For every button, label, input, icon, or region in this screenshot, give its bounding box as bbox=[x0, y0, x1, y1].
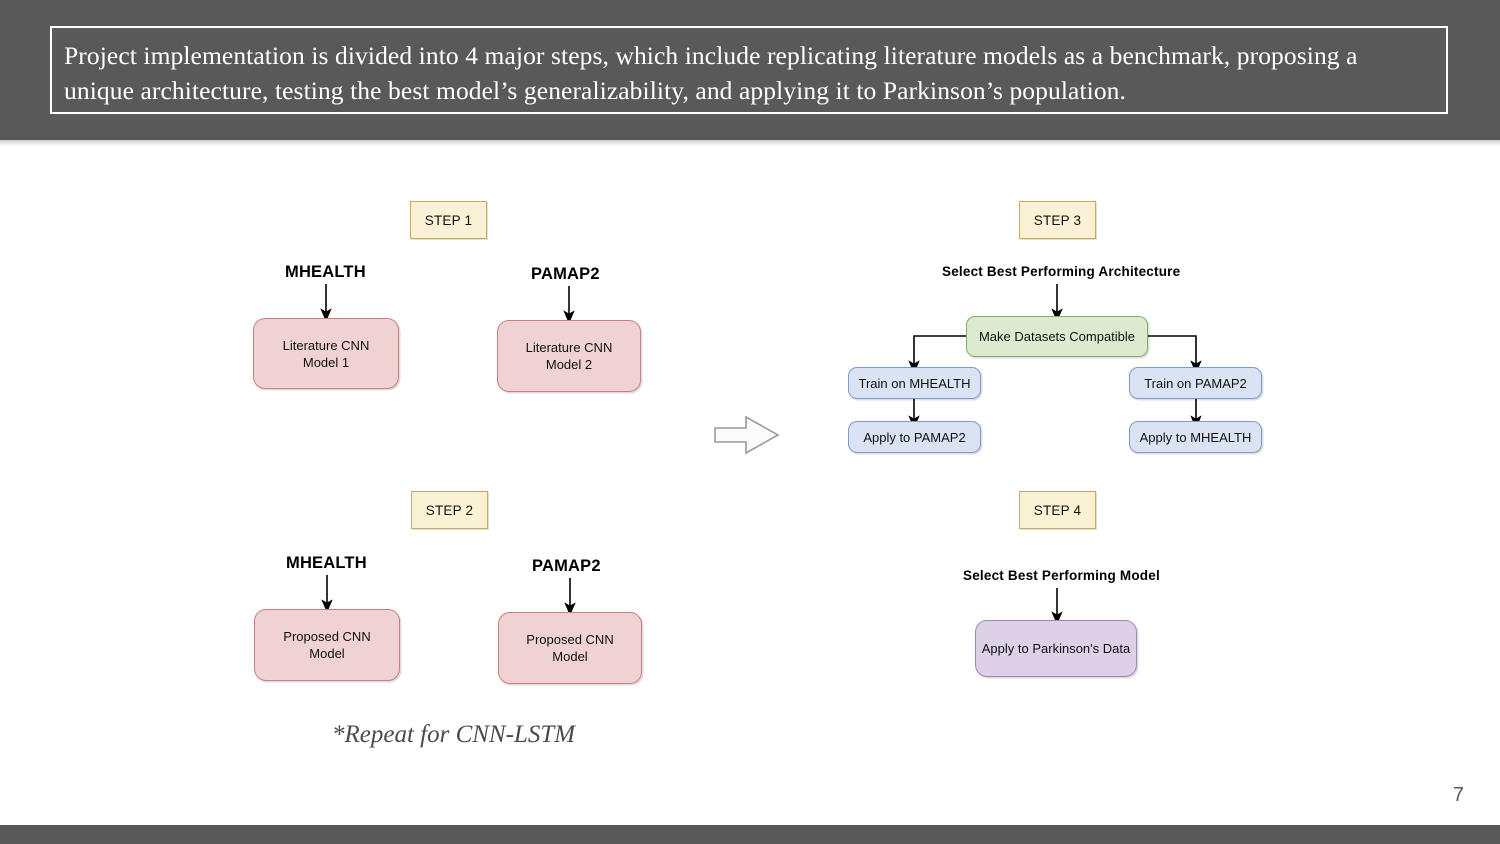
step-1-model-box-2[interactable]: Literature CNN Model 2 bbox=[497, 320, 641, 392]
step-3-make-datasets-compatible-box[interactable]: Make Datasets Compatible bbox=[966, 316, 1148, 357]
step-4-chip-label: STEP 4 bbox=[1033, 502, 1082, 518]
connector-layer bbox=[320, 284, 1202, 625]
step-4-apply-to-parkinsons-box[interactable]: Apply to Parkinson's Data bbox=[975, 620, 1137, 677]
step-1-model-box-1[interactable]: Literature CNN Model 1 bbox=[253, 318, 399, 389]
footer-band bbox=[0, 825, 1500, 844]
header-border-frame bbox=[50, 26, 1448, 114]
step-1-chip[interactable]: STEP 1 bbox=[410, 201, 487, 239]
step-3-chip[interactable]: STEP 3 bbox=[1019, 201, 1096, 239]
footnote-repeat-cnn-lstm: *Repeat for CNN-LSTM bbox=[332, 721, 576, 748]
step-1-model-box-2-label: Literature CNN Model 2 bbox=[525, 340, 613, 372]
step-2-dataset-label-mhealth: MHEALTH bbox=[286, 554, 367, 572]
diagram-canvas: STEP 1 MHEALTH PAMAP2 Literature CNN Mod… bbox=[0, 146, 1500, 825]
step-3-train-on-pamap2-label: Train on PAMAP2 bbox=[1144, 375, 1247, 391]
page-number: 7 bbox=[1452, 784, 1464, 806]
step-1-chip-label: STEP 1 bbox=[424, 212, 473, 228]
step-3-train-on-pamap2-box[interactable]: Train on PAMAP2 bbox=[1129, 367, 1262, 399]
step-3-make-datasets-compatible-label: Make Datasets Compatible bbox=[978, 329, 1136, 344]
arrow-right-icon bbox=[714, 415, 780, 455]
step-2-model-box-1[interactable]: Proposed CNN Model bbox=[254, 609, 400, 681]
step-3-apply-to-pamap2-label: Apply to PAMAP2 bbox=[863, 429, 966, 445]
step-2-chip[interactable]: STEP 2 bbox=[411, 491, 488, 529]
step-2-model-box-1-label: Proposed CNN Model bbox=[283, 629, 371, 661]
step-3-train-on-mhealth-box[interactable]: Train on MHEALTH bbox=[848, 367, 981, 399]
step-3-apply-to-mhealth-label: Apply to MHEALTH bbox=[1139, 429, 1252, 445]
header-band bbox=[0, 0, 1500, 140]
step-3-chip-label: STEP 3 bbox=[1033, 212, 1082, 228]
step-4-apply-to-parkinsons-label: Apply to Parkinson's Data bbox=[981, 641, 1131, 656]
step-3-apply-to-mhealth-box[interactable]: Apply to MHEALTH bbox=[1129, 421, 1262, 453]
step-3-title: Select Best Performing Architecture bbox=[942, 264, 1181, 279]
step-2-dataset-label-pamap2: PAMAP2 bbox=[532, 557, 601, 575]
step-2-chip-label: STEP 2 bbox=[425, 502, 474, 518]
step-3-train-on-mhealth-label: Train on MHEALTH bbox=[858, 375, 971, 391]
step-2-model-box-2[interactable]: Proposed CNN Model bbox=[498, 612, 642, 684]
step-1-dataset-label-mhealth: MHEALTH bbox=[285, 263, 366, 281]
step-3-apply-to-pamap2-box[interactable]: Apply to PAMAP2 bbox=[848, 421, 981, 453]
header-shadow bbox=[0, 140, 1500, 146]
step-4-title: Select Best Performing Model bbox=[963, 568, 1160, 583]
slide-header-text: Project implementation is divided into 4… bbox=[64, 41, 1358, 105]
step-1-dataset-label-pamap2: PAMAP2 bbox=[531, 265, 600, 283]
step-2-model-box-2-label: Proposed CNN Model bbox=[526, 632, 614, 664]
step-1-model-box-1-label: Literature CNN Model 1 bbox=[282, 337, 370, 370]
step-4-chip[interactable]: STEP 4 bbox=[1019, 491, 1096, 529]
